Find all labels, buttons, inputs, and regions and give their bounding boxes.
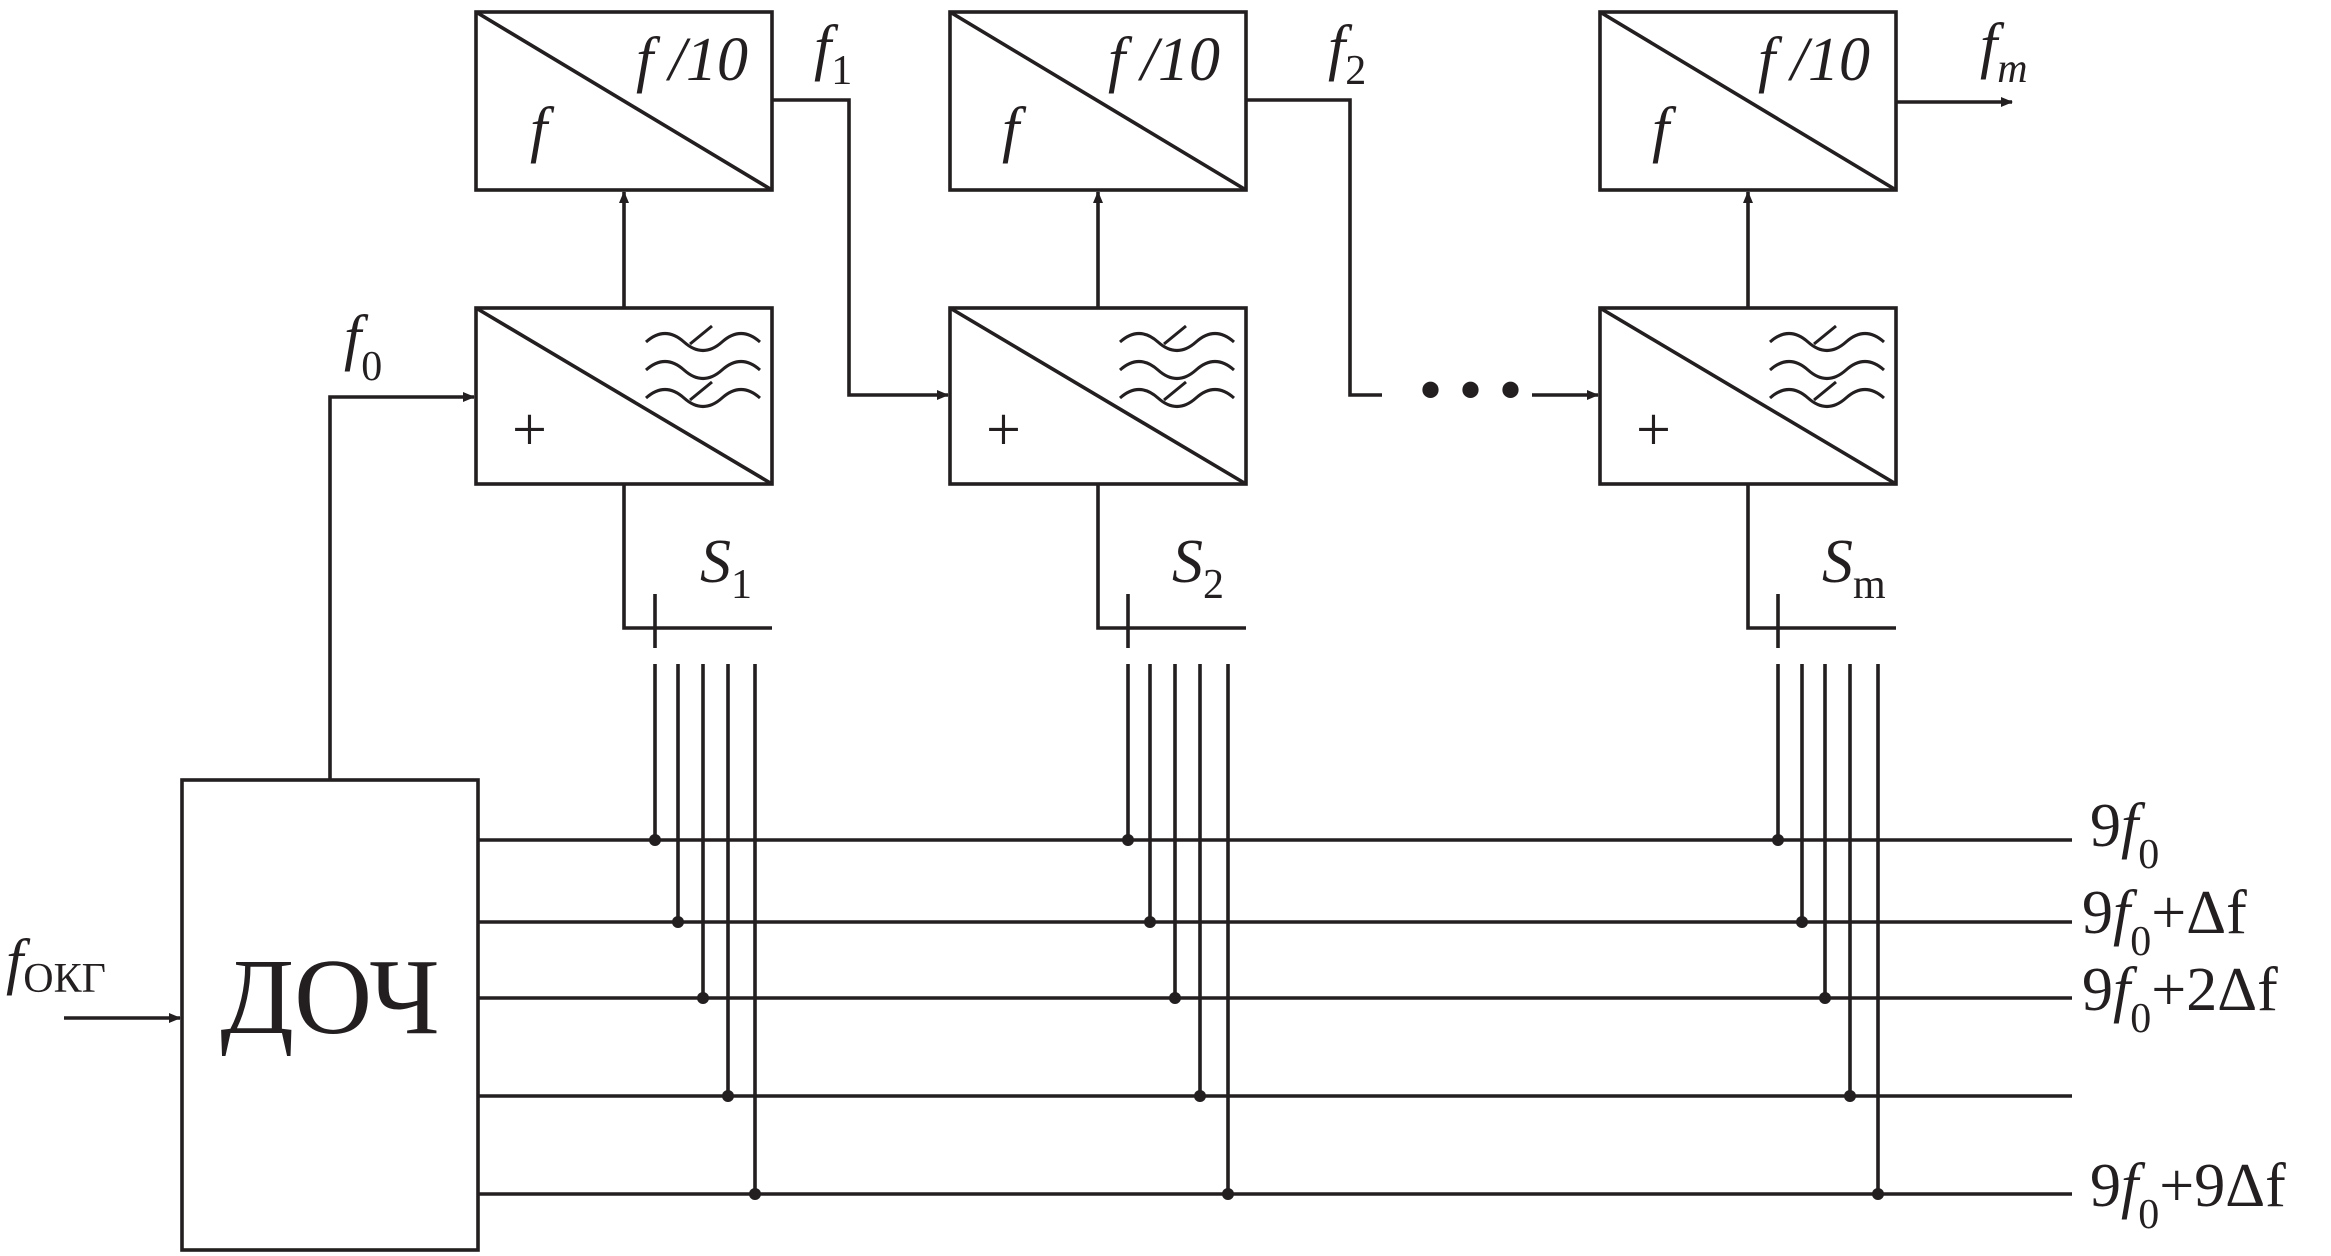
bus-label-1: 9f0 (2090, 792, 2159, 878)
bus-label-5: 9f0+9Δf (2090, 1152, 2286, 1238)
bandpass-filter-icon (1119, 324, 1235, 408)
bus-label-2: 9f0+Δf (2082, 879, 2247, 965)
f2-label: f2 (1328, 14, 1366, 94)
f1-line (772, 98, 949, 400)
input-label: fОКГ (6, 928, 106, 1002)
stage-m: f /10 f + Sm fm (1598, 10, 2028, 1200)
mixer-sign-1: + (512, 396, 547, 464)
mixer-sign-m: + (1636, 396, 1671, 464)
switch-connection-m (1746, 484, 1896, 630)
fm-label: fm (1980, 12, 2028, 92)
continuation-dots: • • • (1420, 357, 1523, 423)
bandpass-filter-icon (645, 324, 761, 408)
bandpass-filter-icon (1769, 324, 1885, 408)
mixer-sign-2: + (986, 396, 1021, 464)
switch-label-m: Sm (1822, 528, 1886, 608)
divider-out-label-1: f /10 (636, 26, 748, 94)
stage-1: f /10 f + S1 f1 (474, 10, 949, 1200)
f0-line (328, 392, 475, 780)
doch-label: ДОЧ (220, 938, 439, 1057)
divider-out-label-2: f /10 (1108, 26, 1220, 94)
stage-2: f /10 f + S2 • • • f2 (948, 10, 1599, 1200)
doch-block (180, 778, 480, 1252)
switch-label-1: S1 (700, 528, 752, 608)
switch-connection-2 (1096, 484, 1246, 630)
f1-label: f1 (814, 14, 852, 94)
switch-label-2: S2 (1172, 528, 1224, 608)
switch-connection-1 (622, 484, 772, 630)
f2-line (1246, 98, 1382, 397)
bus-label-3: 9f0+2Δf (2082, 956, 2278, 1042)
f0-label: f0 (344, 304, 382, 390)
divider-out-label-m: f /10 (1758, 26, 1870, 94)
